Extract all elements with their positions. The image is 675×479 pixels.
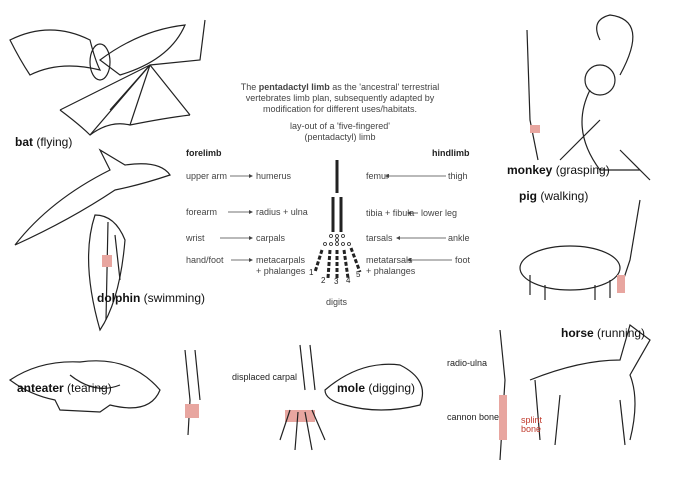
bat-drawing bbox=[9, 19, 206, 136]
pig-name: pig bbox=[519, 189, 537, 203]
forelimb-to-radius-ulna: radius + ulna bbox=[256, 207, 308, 217]
horse-use: (running) bbox=[597, 326, 646, 340]
forelimb-to-humerus: humerus bbox=[256, 171, 292, 181]
layout-line2: (pentadactyl) limb bbox=[304, 132, 376, 142]
monkey-use: (grasping) bbox=[555, 163, 610, 177]
pig-use: (walking) bbox=[540, 189, 589, 203]
radio-ulna-label: radio-ulna bbox=[447, 358, 488, 368]
layout-line1: lay-out of a 'five-fingered' bbox=[290, 121, 390, 131]
intro-line3: modification for different uses/habitats… bbox=[263, 104, 417, 114]
generalized-limb bbox=[313, 160, 362, 280]
cannon-bone-label: cannon bone bbox=[447, 412, 500, 422]
anteater-label: anteater (tearing) bbox=[17, 381, 112, 395]
arrows bbox=[220, 175, 452, 261]
hindlimb-to-tarsals: tarsals bbox=[366, 233, 393, 243]
anteater-name: anteater bbox=[17, 381, 64, 395]
horse-name: horse bbox=[561, 326, 594, 340]
pig-label: pig (walking) bbox=[519, 189, 588, 203]
bat-label: bat (flying) bbox=[15, 135, 72, 149]
digit-5: 5 bbox=[356, 270, 361, 279]
hindlimb-to-tibia-fibula: tibia + fibula bbox=[366, 208, 415, 218]
intro-bold: pentadactyl limb bbox=[258, 82, 330, 92]
forelimb-to-phalanges: + phalanges bbox=[256, 266, 306, 276]
bat-name: bat bbox=[15, 135, 33, 149]
forelimb-from-hand-foot: hand/foot bbox=[186, 255, 224, 265]
hindlimb-from-lower-leg: lower leg bbox=[421, 208, 458, 218]
forelimb-from-upper-arm: upper arm bbox=[186, 171, 228, 181]
mole-drawing bbox=[279, 344, 424, 451]
forelimb-heading: forelimb bbox=[186, 148, 222, 158]
forelimb-to-carpals: carpals bbox=[256, 233, 286, 243]
mole-use: (digging) bbox=[368, 381, 416, 395]
mole-label: mole (digging) bbox=[337, 381, 415, 395]
splint-word: splint bbox=[521, 415, 543, 425]
digits-label: digits bbox=[326, 297, 348, 307]
forelimb-from-wrist: wrist bbox=[186, 233, 205, 243]
intro-line1-pre: The bbox=[240, 82, 259, 92]
digit-1: 1 bbox=[309, 268, 314, 277]
forelimb-to-metacarpals: metacarpals bbox=[256, 255, 306, 265]
forelimb-from-forearm: forearm bbox=[186, 207, 218, 217]
dolphin-label: dolphin (swimming) bbox=[97, 291, 205, 305]
hindlimb-from-foot: foot bbox=[455, 255, 471, 265]
intro-text: The pentadactyl limb as the 'ancestral' … bbox=[230, 82, 450, 115]
layout-caption: lay-out of a 'five-fingered' (pentadacty… bbox=[260, 121, 420, 143]
digit-2: 2 bbox=[321, 276, 326, 285]
digit-4: 4 bbox=[346, 276, 351, 285]
bat-use: (flying) bbox=[36, 135, 73, 149]
bone-word: bone bbox=[521, 424, 542, 434]
carpal-circles bbox=[323, 234, 351, 246]
intro-line2: vertebrates limb plan, subsequently adap… bbox=[245, 93, 435, 103]
dolphin-name: dolphin bbox=[97, 291, 141, 305]
hindlimb-from-ankle: ankle bbox=[448, 233, 470, 243]
anteater-drawing bbox=[8, 349, 201, 436]
monkey-drawing bbox=[526, 14, 651, 181]
intro-line1-post: as the 'ancestral' terrestrial bbox=[329, 82, 440, 92]
hindlimb-from-thigh: thigh bbox=[448, 171, 468, 181]
hindlimb-heading: hindlimb bbox=[432, 148, 470, 158]
hindlimb-to-phalanges: + phalanges bbox=[366, 266, 416, 276]
dolphin-use: (swimming) bbox=[143, 291, 206, 305]
digit-3: 3 bbox=[334, 277, 339, 286]
pig-drawing bbox=[519, 199, 641, 300]
horse-label: horse (running) bbox=[561, 326, 645, 340]
dolphin-drawing bbox=[14, 148, 171, 332]
hindlimb-to-metatarsals: metatarsals bbox=[366, 255, 413, 265]
mole-name: mole bbox=[337, 381, 366, 395]
horse-drawing bbox=[499, 323, 651, 461]
displaced-carpal-label: displaced carpal bbox=[232, 372, 298, 382]
monkey-name: monkey bbox=[507, 163, 553, 177]
monkey-label: monkey (grasping) bbox=[507, 163, 610, 177]
anteater-use: (tearing) bbox=[67, 381, 112, 395]
hindlimb-to-femur: femur bbox=[366, 171, 390, 181]
